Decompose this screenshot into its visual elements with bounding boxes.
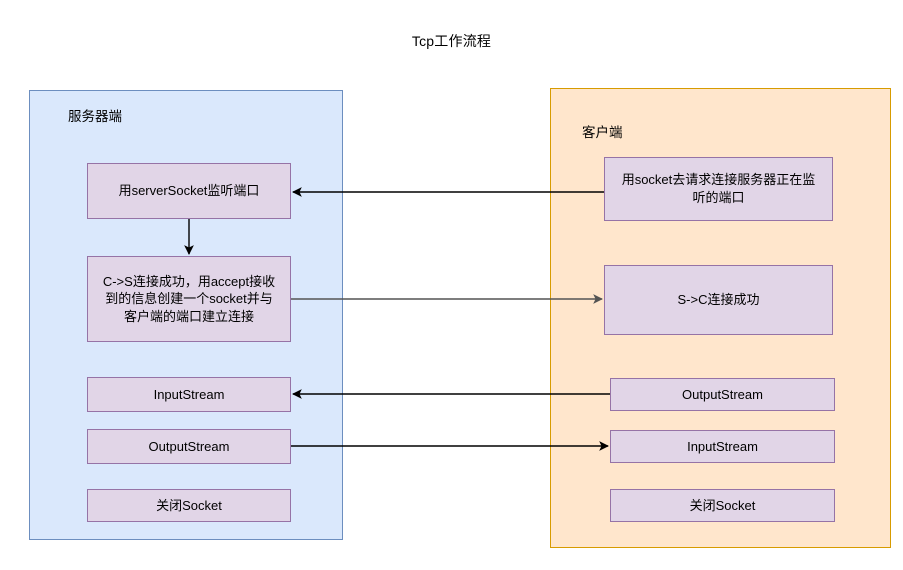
node-client-inputstream[interactable]: InputStream [610,430,835,463]
node-server-outputstream[interactable]: OutputStream [87,429,291,464]
server-panel-label: 服务器端 [68,109,122,124]
node-server-accept[interactable]: C->S连接成功，用accept接收 到的信息创建一个socket并与 客户端的… [87,256,291,342]
node-client-close-socket[interactable]: 关闭Socket [610,489,835,522]
node-server-inputstream[interactable]: InputStream [87,377,291,412]
node-server-close-socket[interactable]: 关闭Socket [87,489,291,522]
node-client-connected[interactable]: S->C连接成功 [604,265,833,335]
node-client-request[interactable]: 用socket去请求连接服务器正在监 听的端口 [604,157,833,221]
node-client-outputstream[interactable]: OutputStream [610,378,835,411]
client-panel-label: 客户端 [582,125,623,140]
node-server-listen[interactable]: 用serverSocket监听端口 [87,163,291,219]
diagram-title: Tcp工作流程 [411,33,492,49]
